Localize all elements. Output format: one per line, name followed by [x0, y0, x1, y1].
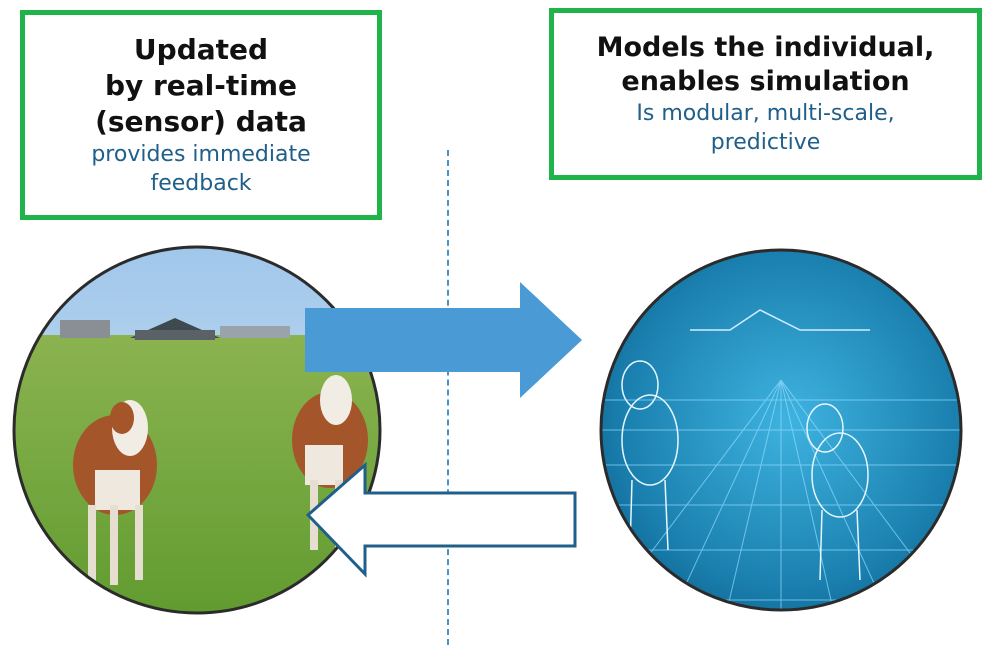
physical-subtitle-line-1: provides immediate: [91, 142, 311, 167]
physical-twin-textbox: Updated by real-time (sensor) data provi…: [20, 10, 382, 220]
physical-cows-photo: [14, 247, 380, 613]
digital-title-line-2: enables simulation: [621, 66, 910, 97]
cow-left-photo: [73, 400, 157, 585]
return-arrow: [305, 461, 577, 578]
wireframe-cow-right: [806, 403, 869, 581]
digital-title-line-1: Models the individual,: [596, 32, 935, 63]
digital-cows-image: [601, 250, 961, 610]
digital-subtitle-line-2: predictive: [710, 130, 821, 155]
physical-subtitle-line-2: feedback: [150, 171, 252, 196]
physical-title-line-1: Updated: [133, 33, 269, 66]
physical-title-line-3: (sensor) data: [95, 105, 307, 138]
physical-title-line-2: by real-time: [104, 69, 298, 102]
forward-arrow: [305, 282, 582, 398]
digital-twin-textbox: Models the individual, enables simulatio…: [549, 8, 982, 180]
digital-subtitle-line-1: Is modular, multi-scale,: [636, 101, 895, 126]
center-divider: [447, 150, 449, 645]
